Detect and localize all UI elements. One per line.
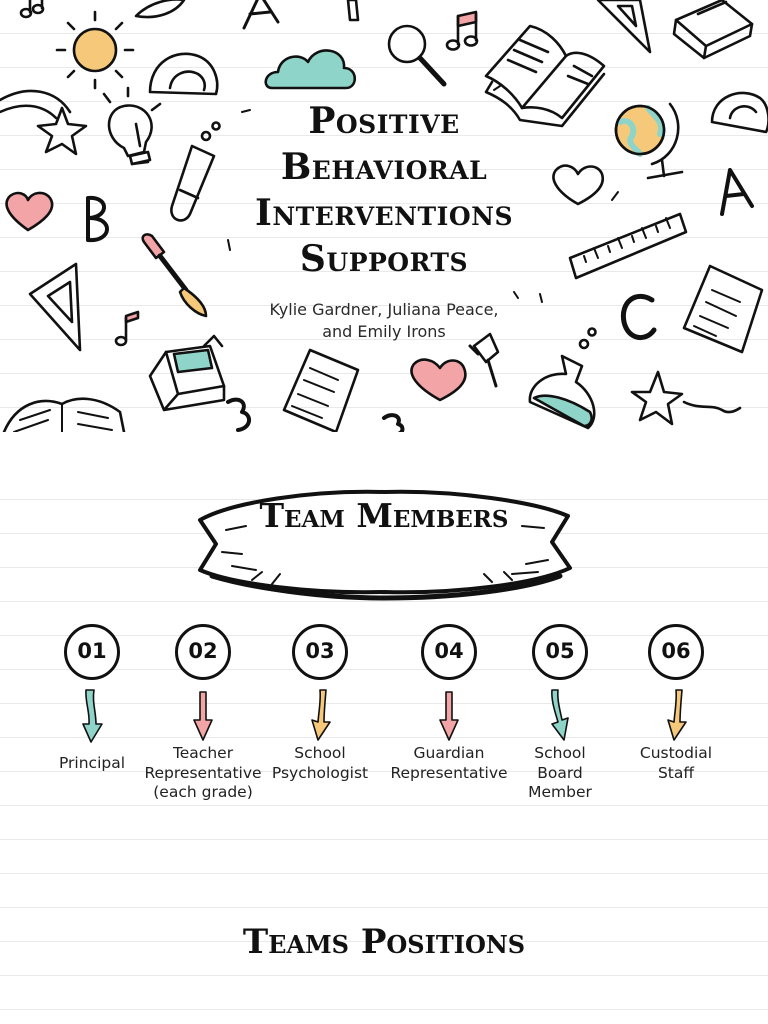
flask-icon — [528, 327, 597, 430]
cover-title-line: Positive — [308, 100, 460, 142]
ribbon-banner-icon — [198, 489, 572, 601]
cover-title-line: Behavioral — [280, 146, 488, 188]
team-member-item: 05 School Board Member — [495, 618, 625, 803]
member-number-badge: 02 — [175, 624, 231, 680]
down-arrow-icon — [82, 689, 103, 743]
member-role-line: School — [294, 744, 346, 762]
heart-icon — [552, 164, 605, 206]
pushpin-icon — [468, 332, 500, 388]
document-icon — [282, 348, 360, 432]
magnifier-icon — [387, 24, 447, 87]
member-number-badge: 01 — [64, 624, 120, 680]
letter-a-icon — [720, 168, 754, 216]
globe-icon — [614, 102, 684, 180]
member-role-line: Principal — [58, 754, 126, 772]
down-arrow-icon — [439, 691, 459, 741]
cover-title: Positive Behavioral Interventions Suppor… — [184, 98, 584, 282]
open-book-icon — [2, 397, 126, 432]
pencil-icon — [346, 0, 360, 22]
member-number-badge: 04 — [421, 624, 477, 680]
protractor-icon — [710, 91, 768, 134]
leaf-icon — [134, 0, 186, 19]
teams-positions-heading: Teams Positions — [242, 922, 526, 962]
down-arrow-icon — [551, 689, 569, 741]
team-member-list: 01 Principal 02 Teacher Representative (… — [0, 618, 768, 818]
member-role-label: Custodial Staff — [611, 744, 741, 783]
authors: Kylie Gardner, Juliana Peace, and Emily … — [214, 299, 554, 343]
member-role-line: (each grade) — [153, 783, 253, 801]
team-member-item: 06 Custodial Staff — [611, 618, 741, 783]
member-role-line: Representative — [390, 763, 508, 782]
down-arrow-icon — [193, 691, 213, 741]
letter-c-icon — [620, 293, 657, 340]
shooting-star-icon — [630, 370, 742, 426]
team-member-item: 04 Guardian Representative — [384, 618, 514, 783]
member-role-line: Staff — [657, 763, 695, 782]
member-number-badge: 03 — [292, 624, 348, 680]
shooting-star-icon — [0, 89, 88, 156]
closed-book-icon — [672, 0, 754, 60]
authors-line: Kylie Gardner, Juliana Peace, — [269, 300, 499, 319]
letter-a-icon — [242, 0, 280, 30]
document-icon — [682, 264, 764, 354]
cover-slide: Positive Behavioral Interventions Suppor… — [0, 0, 768, 432]
digit-three-icon — [226, 397, 405, 432]
sun-icon — [55, 10, 135, 90]
triangle-ruler-icon — [596, 0, 652, 54]
cover-title-line: Supports — [299, 238, 469, 280]
music-note-icon — [114, 310, 140, 347]
open-book-icon — [484, 24, 606, 128]
member-role-line: Teacher — [172, 744, 234, 762]
member-role-line: Member — [528, 783, 592, 801]
member-role-label: School Board Member — [495, 744, 625, 803]
protractor-icon — [148, 52, 219, 96]
member-role-label: School Psychologist — [255, 744, 385, 783]
cloud-icon — [264, 49, 357, 90]
member-number-badge: 06 — [648, 624, 704, 680]
member-role-line: School — [534, 744, 586, 762]
lightbulb-icon — [102, 86, 162, 166]
team-members-heading: Team Members — [259, 496, 509, 535]
music-note-icon — [19, 0, 45, 19]
closed-book-icon — [148, 334, 226, 412]
authors-line: and Emily Irons — [322, 322, 446, 341]
member-role-label: Principal — [27, 754, 157, 774]
team-member-item: 03 School Psychologist — [255, 618, 385, 783]
down-arrow-icon — [311, 689, 331, 741]
doodle-background — [0, 0, 768, 432]
member-number-badge: 05 — [532, 624, 588, 680]
heart-icon — [410, 358, 467, 402]
down-arrow-icon — [667, 689, 687, 741]
member-role-label: Teacher Representative (each grade) — [138, 744, 268, 803]
team-slide: Team Members 01 Principal 02 Teacher Rep… — [0, 458, 768, 1024]
ruler-icon — [568, 212, 688, 280]
member-role-line: Custodial — [639, 744, 713, 762]
letter-b-icon — [86, 195, 109, 243]
member-role-line: Guardian — [413, 744, 485, 762]
music-note-icon — [445, 10, 479, 51]
triangle-ruler-icon — [28, 262, 82, 352]
cover-title-line: Interventions — [254, 192, 514, 234]
paintbrush-icon — [141, 233, 208, 318]
team-member-item: 02 Teacher Representative (each grade) — [138, 618, 268, 803]
member-role-label: Guardian Representative — [384, 744, 514, 783]
member-role-line: Representative — [144, 763, 262, 782]
member-role-line: Board — [537, 763, 583, 782]
heart-icon — [5, 191, 54, 232]
team-member-item: 01 Principal — [27, 618, 157, 774]
member-role-line: Psychologist — [271, 763, 369, 782]
test-tube-icon — [170, 121, 221, 222]
spark-marks — [227, 85, 619, 303]
